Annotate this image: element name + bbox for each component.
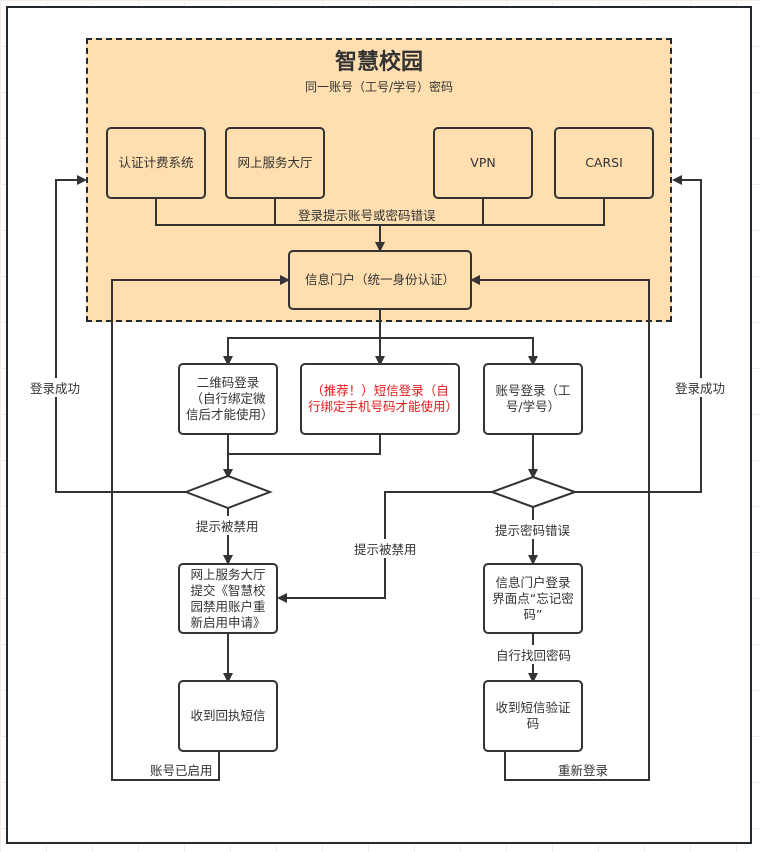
edge-relogin xyxy=(470,275,650,781)
diagram-subtitle: 同一账号（工号/学号）密码 xyxy=(304,80,454,94)
node-sms-login[interactable]: （推荐！）短信登录（自行绑定手机号码才能使用） xyxy=(300,363,460,435)
node-forgot-password[interactable]: 信息门户登录界面点“忘记密码” xyxy=(483,563,583,634)
node-carsi[interactable]: CARSI xyxy=(554,127,654,199)
label-relogin: 重新登录 xyxy=(558,760,609,779)
node-vpn[interactable]: VPN xyxy=(433,127,533,199)
node-receipt-sms[interactable]: 收到回执短信 xyxy=(178,680,278,752)
label-wrong-password: 提示密码错误 xyxy=(495,520,571,539)
node-qr-login[interactable]: 二维码登录（自行绑定微信后才能使用） xyxy=(178,363,278,435)
decision-left xyxy=(183,474,273,510)
node-reenable-request[interactable]: 网上服务大厅提交《智慧校园禁用账户重新启用申请》 xyxy=(178,563,278,634)
edge-login-success-left xyxy=(55,175,186,493)
edge-account-enabled xyxy=(111,275,290,781)
node-portal[interactable]: 信息门户（统一身份认证） xyxy=(288,250,472,310)
node-account-login[interactable]: 账号登录（工号/学号） xyxy=(483,363,583,435)
decision-right xyxy=(489,475,578,509)
edge-to-qr xyxy=(223,337,380,366)
label-login-error: 登录提示账号或密码错误 xyxy=(298,205,436,224)
label-self-recover: 自行找回密码 xyxy=(496,645,572,664)
node-online-hall[interactable]: 网上服务大厅 xyxy=(225,127,325,199)
edge-login-success-right xyxy=(575,175,702,493)
label-account-enabled: 账号已启用 xyxy=(150,760,213,779)
diagram-title: 智慧校园 xyxy=(334,50,423,75)
label-login-success-right: 登录成功 xyxy=(675,378,726,397)
edge-sms-to-decision xyxy=(228,434,381,455)
label-login-success-left: 登录成功 xyxy=(30,378,81,397)
node-auth-billing[interactable]: 认证计费系统 xyxy=(106,127,206,199)
edge-to-account xyxy=(380,337,538,366)
label-disabled-left: 提示被禁用 xyxy=(196,516,259,535)
node-sms-code[interactable]: 收到短信验证码 xyxy=(483,680,583,752)
label-disabled-middle: 提示被禁用 xyxy=(354,539,417,558)
